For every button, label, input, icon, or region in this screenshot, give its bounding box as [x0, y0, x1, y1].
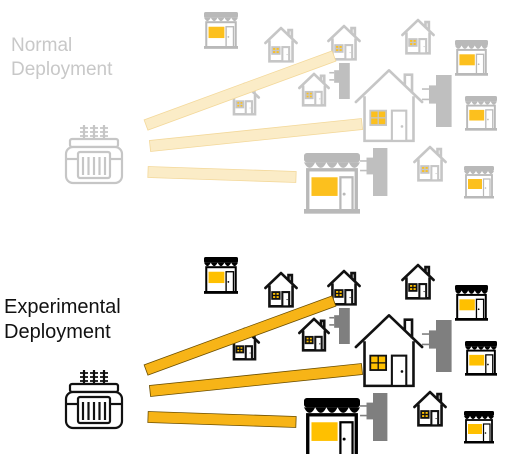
shop-icon [464, 411, 494, 444]
smart-meter-icon [360, 148, 388, 196]
main-house-icon [354, 69, 424, 143]
house-icon [327, 24, 361, 61]
experimental-deployment-scene [64, 257, 497, 454]
power-line [147, 411, 297, 428]
experimental-label-line1: Experimental [4, 296, 121, 318]
house-icon [401, 263, 435, 300]
smart-meter-icon [421, 320, 452, 372]
house-icon [401, 18, 435, 55]
normal-label-line1: Normal [11, 35, 73, 56]
shop-icon [455, 285, 488, 321]
smart-meter-icon [329, 308, 350, 344]
main-shop-icon [304, 398, 360, 454]
house-icon [327, 269, 361, 306]
house-icon [228, 327, 261, 361]
transformer-icon [64, 125, 124, 185]
power-line [147, 166, 297, 183]
power-line [148, 118, 364, 152]
shop-icon [204, 257, 238, 294]
smart-meter-icon [360, 393, 388, 441]
shop-icon [204, 12, 238, 49]
house-icon [264, 271, 298, 308]
house-icon [297, 317, 331, 352]
shop-icon [464, 166, 494, 199]
normal-deployment-label: Normal Deployment [11, 34, 112, 82]
house-icon [413, 390, 447, 427]
normal-deployment-scene [64, 12, 497, 214]
power-line [143, 50, 337, 131]
power-line [148, 363, 364, 397]
house-icon [297, 72, 331, 107]
transformer-icon [64, 370, 124, 430]
smart-meter-icon [329, 63, 350, 99]
shop-icon [465, 341, 497, 376]
house-icon [413, 145, 447, 182]
main-shop-icon [304, 153, 360, 214]
main-house-icon [354, 314, 424, 388]
power-line [143, 295, 337, 376]
experimental-deployment-label: Experimental Deployment [4, 295, 121, 345]
house-icon [264, 26, 298, 63]
smart-meter-icon [421, 75, 452, 127]
experimental-label-line2: Deployment [4, 321, 111, 343]
shop-icon [455, 40, 488, 76]
shop-icon [465, 96, 497, 131]
normal-label-line2: Deployment [11, 58, 113, 80]
